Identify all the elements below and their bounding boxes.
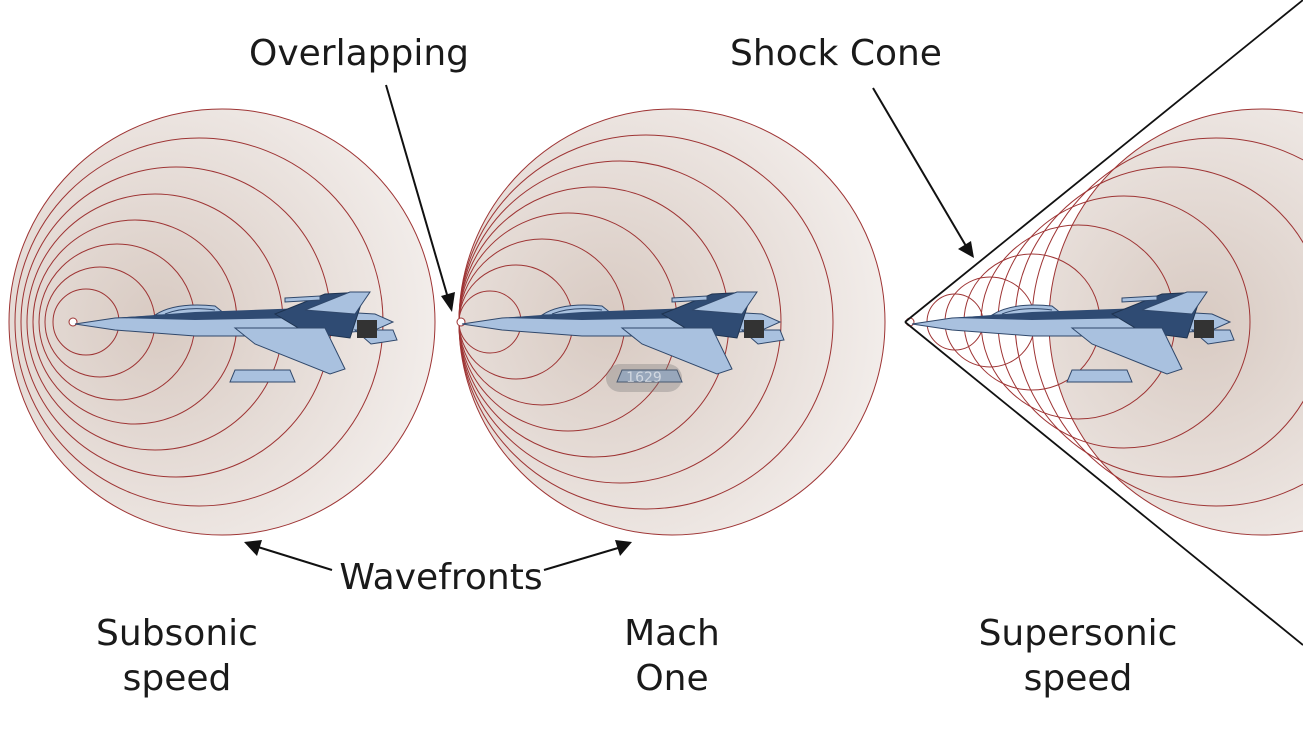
subsonic-panel: [8, 108, 436, 536]
mach-one-panel: [456, 108, 886, 536]
arrow-icon: [441, 292, 455, 312]
wavefronts-label: Wavefronts: [339, 557, 542, 598]
subsonic-label-line2: speed: [123, 658, 232, 699]
arrow-icon: [615, 540, 632, 556]
shock-cone-arrow: [872, 87, 974, 258]
subsonic-label-line1: Subsonic: [96, 613, 258, 654]
watermark-badge: 1629: [606, 364, 682, 392]
overlapping-arrow: [385, 84, 455, 312]
arrow-icon: [958, 241, 974, 258]
shock-cone: [904, 0, 1303, 646]
overlapping-label: Overlapping: [249, 33, 469, 74]
wavefronts-arrow-right: [543, 540, 632, 571]
source-point-icon: [456, 317, 466, 327]
supersonic-label-line2: speed: [1024, 658, 1133, 699]
wavefronts-arrow-left: [244, 540, 333, 571]
supersonic-label-line1: Supersonic: [979, 613, 1178, 654]
mach-one-label-line1: Mach: [624, 613, 720, 654]
arrow-icon: [244, 540, 262, 556]
mach-one-label-line2: One: [635, 658, 708, 699]
source-point-icon: [68, 317, 78, 327]
shock-cone-label: Shock Cone: [730, 33, 942, 74]
supersonic-panel: [904, 0, 1303, 646]
